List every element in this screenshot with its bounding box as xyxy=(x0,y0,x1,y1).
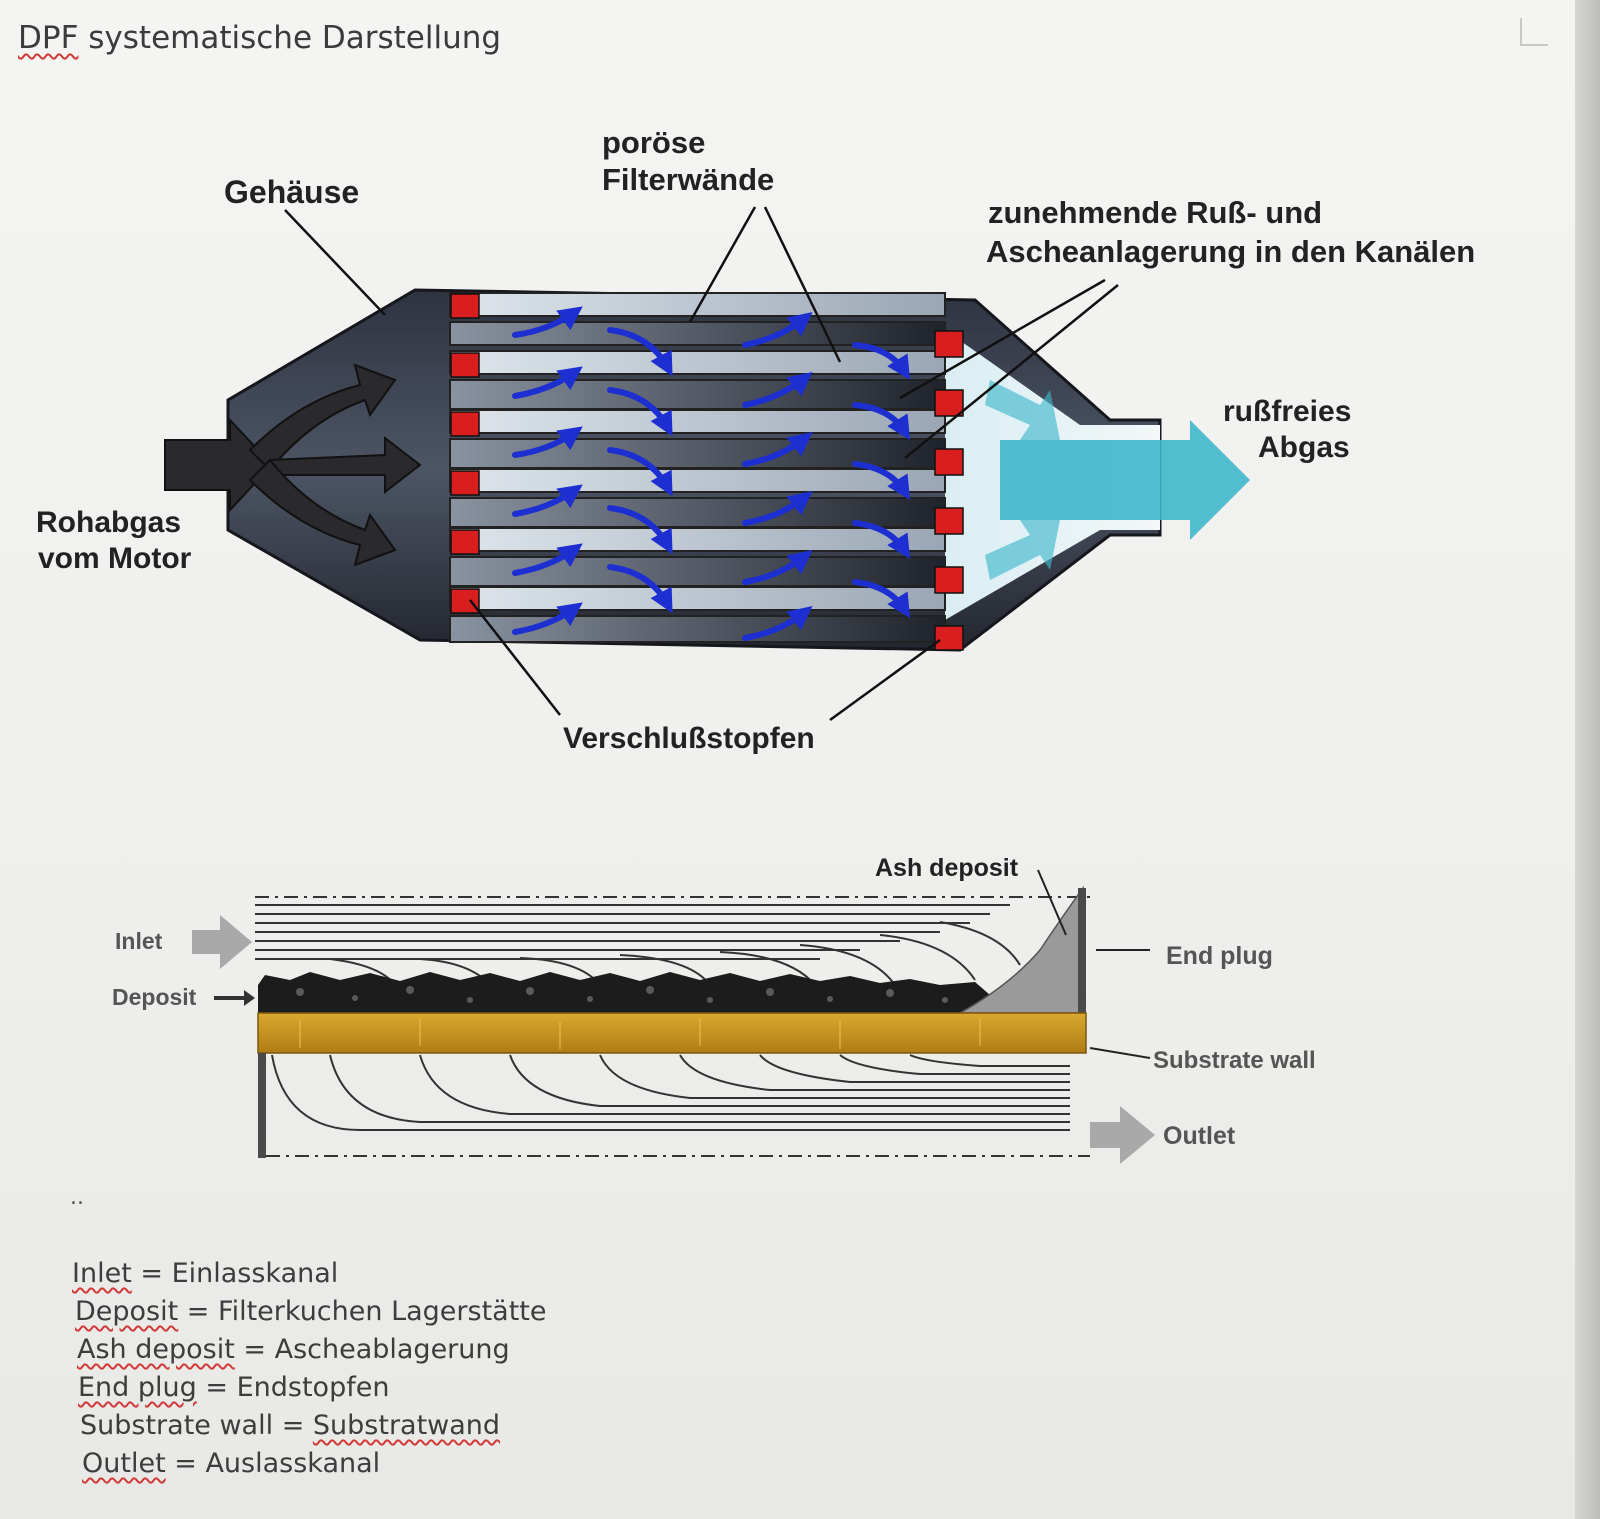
glossary-translation: Einlasskanal xyxy=(171,1258,339,1289)
plugs xyxy=(450,293,964,651)
label-plugs: Verschlußstopfen xyxy=(563,722,815,755)
label-raw-gas-1: Rohabgas xyxy=(36,506,181,539)
deposit-pointer xyxy=(214,990,255,1006)
glossary-term: Outlet xyxy=(82,1448,166,1479)
glossary-separator: = xyxy=(196,1372,237,1403)
raw-gas-arrows xyxy=(164,363,422,567)
end-plug xyxy=(1078,888,1086,1013)
glossary-translation: Ascheablagerung xyxy=(274,1334,510,1365)
glossary-translation: Filterkuchen Lagerstätte xyxy=(218,1296,547,1327)
glossary-separator: = xyxy=(131,1258,172,1289)
glossary-item[interactable]: Substrate wall = Substratwand xyxy=(72,1407,547,1445)
glossary-translation: Endstopfen xyxy=(236,1372,390,1403)
deposit-texture xyxy=(296,986,948,1003)
substrate-wall xyxy=(257,1012,1087,1054)
substrate-texture xyxy=(299,1018,981,1049)
label-clean-gas-2: Abgas xyxy=(1258,431,1350,464)
label-raw-gas-2: vom Motor xyxy=(38,542,192,575)
glossary-item[interactable]: Deposit = Filterkuchen Lagerstätte xyxy=(72,1293,547,1331)
dpf-filter-top: Gehäuse poröse Filterwände zunehmende Ru… xyxy=(36,125,1475,755)
glossary-separator: = xyxy=(234,1334,275,1365)
document-title[interactable]: DPF systematische Darstellung xyxy=(18,20,501,56)
glossary-term: Deposit xyxy=(75,1296,179,1327)
bottom-leader-lines xyxy=(1037,869,1151,1059)
label-soot-1: zunehmende Ruß- und xyxy=(988,195,1322,230)
label-soot-2: Ascheanlagerung in den Kanälen xyxy=(986,234,1475,269)
glossary-term: End plug xyxy=(78,1372,197,1403)
label-inlet: Inlet xyxy=(115,928,163,954)
clean-gas-arrows xyxy=(985,380,1250,580)
title-abbr: DPF xyxy=(18,20,79,56)
glossary-separator: = xyxy=(273,1410,313,1441)
ellipsis-text: .. xyxy=(70,1185,84,1210)
page-corner-mark xyxy=(1520,18,1548,46)
label-porous-walls-1: poröse xyxy=(602,125,705,160)
channel-cross-section: Ash deposit Inlet Deposit End plug Subst… xyxy=(112,854,1316,1164)
glossary-item[interactable]: End plug = Endstopfen xyxy=(72,1369,547,1407)
label-housing: Gehäuse xyxy=(224,174,359,210)
outlet-arrow xyxy=(1090,1106,1155,1164)
label-porous-walls-2: Filterwände xyxy=(602,162,774,197)
glossary-item[interactable]: Outlet = Auslasskanal xyxy=(72,1445,547,1483)
glossary-item[interactable]: Ash deposit = Ascheablagerung xyxy=(72,1331,547,1369)
label-ash-deposit: Ash deposit xyxy=(875,854,1019,882)
glossary-separator: = xyxy=(178,1296,219,1327)
title-rest: systematische Darstellung xyxy=(78,20,502,56)
deposit-layer xyxy=(258,972,990,1013)
glossary-translation: Auslasskanal xyxy=(205,1448,381,1479)
glossary-list[interactable]: Inlet = Einlasskanal Deposit = Filterkuc… xyxy=(72,1255,547,1483)
leader-lines xyxy=(284,206,1119,722)
glossary-separator: = xyxy=(165,1448,206,1479)
label-clean-gas-1: rußfreies xyxy=(1223,395,1351,428)
glossary-term: Ash deposit xyxy=(77,1334,235,1365)
dpf-diagram: Gehäuse poröse Filterwände zunehmende Ru… xyxy=(36,125,1475,1164)
glossary-item[interactable]: Inlet = Einlasskanal xyxy=(72,1255,547,1293)
glossary-term: Substrate wall xyxy=(80,1410,274,1441)
inlet-stream-lines xyxy=(255,896,1090,986)
glossary-term: Inlet xyxy=(72,1258,132,1289)
label-substrate-wall: Substrate wall xyxy=(1153,1047,1316,1074)
flow-arrows xyxy=(512,306,911,641)
label-end-plug: End plug xyxy=(1166,942,1273,970)
front-plug xyxy=(258,1053,266,1158)
glossary-translation: Substratwand xyxy=(312,1410,501,1441)
ash-deposit xyxy=(957,885,1084,1014)
inlet-arrow xyxy=(192,915,252,969)
window-edge xyxy=(1575,0,1600,1519)
label-outlet: Outlet xyxy=(1163,1122,1236,1150)
outlet-stream-lines xyxy=(266,1054,1090,1157)
label-deposit: Deposit xyxy=(112,984,197,1010)
